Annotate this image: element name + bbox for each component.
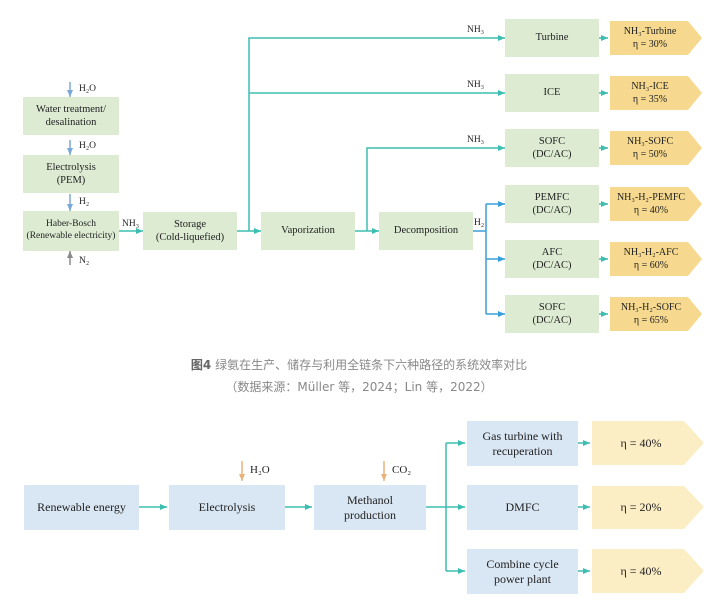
- input-h2-label: H₂: [79, 197, 90, 207]
- h2-decomp-label: H₂: [474, 218, 485, 228]
- nh3-storage-label: NH₃: [122, 219, 140, 229]
- route-name: PEMFC: [534, 191, 570, 203]
- route-sofc2-box: SOFC (DC/AC): [505, 295, 599, 333]
- vaporization-box: Vaporization: [261, 212, 355, 250]
- dmfc-box: DMFC: [467, 485, 578, 530]
- input-h2o-bottom-label: H₂O: [250, 464, 270, 476]
- result-label: NH₃-SOFC: [626, 136, 674, 147]
- route-name: Turbine: [535, 32, 569, 44]
- haber-bosch-box: Haber-Bosch (Renewable electricity): [23, 211, 119, 251]
- route-afc-box: AFC (DC/AC): [505, 240, 599, 278]
- water-treatment-box: Water treatment/ desalination: [23, 97, 119, 135]
- result-eta: η = 60%: [633, 260, 669, 271]
- route-name: SOFC: [538, 301, 566, 313]
- route-name: ICE: [543, 87, 561, 99]
- result-label: NH₃-H₂-AFC: [623, 247, 679, 258]
- storage-box: Storage (Cold-liquefied): [143, 212, 237, 250]
- route-ice-box: ICE: [505, 74, 599, 112]
- bottom-result-2: η = 20%: [620, 500, 662, 514]
- bresult-shape-2: [592, 486, 704, 529]
- figure-source: （数据来源：Müller 等，2024；Lin 等，2022）: [225, 380, 493, 394]
- input-n2-label: N₂: [79, 256, 90, 266]
- feed-label-2: NH₃: [467, 80, 485, 90]
- input-co2-bottom-label: CO₂: [392, 464, 412, 476]
- result-shape-5: [610, 242, 702, 276]
- route-sub: (DC/AC): [532, 205, 572, 216]
- result-3: NH₃-SOFC η = 50%: [610, 131, 690, 165]
- route-turbine-box: Turbine: [505, 19, 599, 57]
- arrow-to-turbine: [248, 35, 505, 231]
- bresult-shape-3: [592, 549, 704, 593]
- gas-turbine-box: Gas turbine with recuperation: [467, 421, 578, 466]
- feed-label-3: NH₃: [467, 135, 485, 145]
- result-eta: η = 40%: [633, 205, 669, 216]
- bresult-shape-1: [592, 421, 704, 465]
- route-name: AFC: [541, 246, 563, 258]
- result-eta: η = 50%: [632, 149, 668, 160]
- result-eta: η = 35%: [632, 94, 668, 105]
- figure-label: 图4: [190, 358, 212, 372]
- result-6: NH₃-H₂-SOFC η = 65%: [610, 297, 692, 331]
- methanol-production-box: Methanol production: [314, 485, 426, 530]
- result-5: NH₃-H₂-AFC η = 60%: [610, 242, 692, 276]
- input-h2o-label-1: H₂O: [79, 84, 97, 94]
- route-name: SOFC: [538, 135, 566, 147]
- result-2: NH₃-ICE η = 35%: [610, 76, 690, 110]
- route-sub: (DC/AC): [532, 149, 572, 160]
- result-label: NH₃-H₂-SOFC: [620, 302, 682, 313]
- result-4: NH₃-H₂-PEMFC η = 40%: [610, 187, 692, 221]
- result-eta: η = 65%: [633, 315, 669, 326]
- route-sub: (DC/AC): [532, 260, 572, 271]
- input-h2o-label-2: H₂O: [79, 141, 97, 151]
- electrolysis-bottom-box: Electrolysis: [169, 485, 285, 530]
- result-shape-3: [610, 131, 702, 165]
- electrolysis-pem-box: Electrolysis (PEM): [23, 155, 119, 193]
- arrow-to-sofc: [366, 145, 505, 231]
- result-label: NH₃-ICE: [631, 81, 669, 92]
- figure-caption: 图4 绿氨在生产、储存与利用全链条下六种路径的系统效率对比: [0, 356, 718, 373]
- result-label: NH₃-H₂-PEMFC: [616, 192, 686, 203]
- result-label: NH₃-Turbine: [623, 26, 677, 37]
- decomposition-box: Decomposition: [379, 212, 473, 250]
- route-pemfc-box: PEMFC (DC/AC): [505, 185, 599, 223]
- result-shape-6: [610, 297, 702, 331]
- result-shape-2: [610, 76, 702, 110]
- route-sofc-box: SOFC (DC/AC): [505, 129, 599, 167]
- renewable-energy-box: Renewable energy: [24, 485, 139, 530]
- route-sub: (DC/AC): [532, 315, 572, 326]
- result-shape-4: [610, 187, 702, 221]
- combined-cycle-box: Combine cycle power plant: [467, 549, 578, 594]
- figure-title: 绿氨在生产、储存与利用全链条下六种路径的系统效率对比: [211, 358, 528, 372]
- bottom-result-3: η = 40%: [620, 563, 662, 578]
- feed-label-1: NH₃: [467, 25, 485, 35]
- bottom-result-1: η = 40%: [620, 435, 662, 450]
- result-shape-1: [610, 21, 702, 55]
- result-eta: η = 30%: [632, 39, 668, 50]
- result-1: NH₃-Turbine η = 30%: [610, 21, 690, 55]
